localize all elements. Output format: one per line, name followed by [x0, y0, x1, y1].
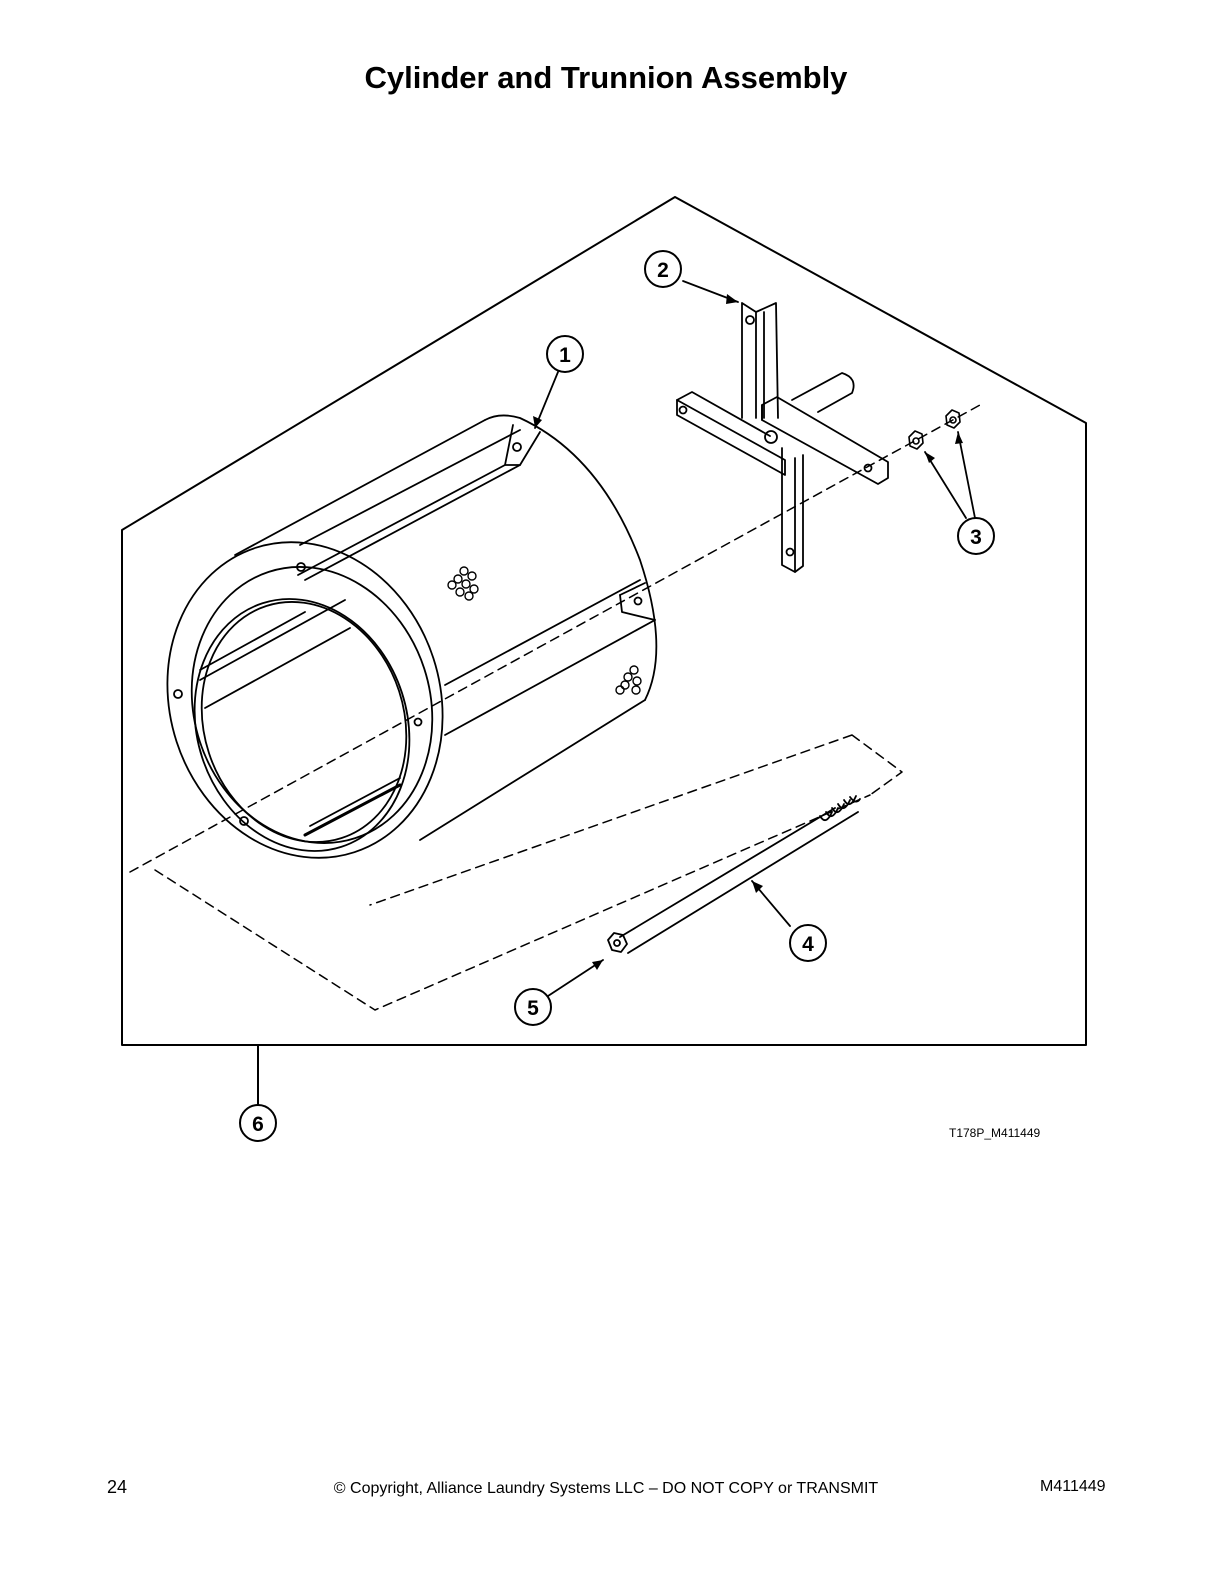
callout-2-circle	[644, 250, 682, 288]
callout-1: 1	[559, 344, 571, 367]
callout-3: 3	[970, 526, 982, 549]
callout-6-circle	[239, 1104, 277, 1142]
page-title: Cylinder and Trunnion Assembly	[364, 60, 848, 95]
callout-3-circle	[957, 517, 995, 555]
cylinder-drawing	[166, 414, 658, 859]
callout-5-circle	[514, 988, 552, 1026]
callout-4-circle	[789, 924, 827, 962]
assembly-boundary	[121, 196, 1087, 1046]
document-number: M411449	[1040, 1478, 1106, 1495]
dashed-guides	[129, 404, 981, 1011]
callout-5: 5	[527, 997, 539, 1020]
callout-6: 6	[252, 1113, 264, 1136]
page-number: 24	[107, 1477, 128, 1497]
trunnion-drawing	[676, 302, 889, 573]
callout-2: 2	[657, 259, 669, 282]
copyright-notice: © Copyright, Alliance Laundry Systems LL…	[333, 1480, 879, 1497]
callout-1-circle	[546, 335, 584, 373]
callout-4: 4	[802, 933, 814, 956]
rod-drawing	[607, 795, 861, 954]
figure-id: T178P_M411449	[949, 1126, 1041, 1140]
